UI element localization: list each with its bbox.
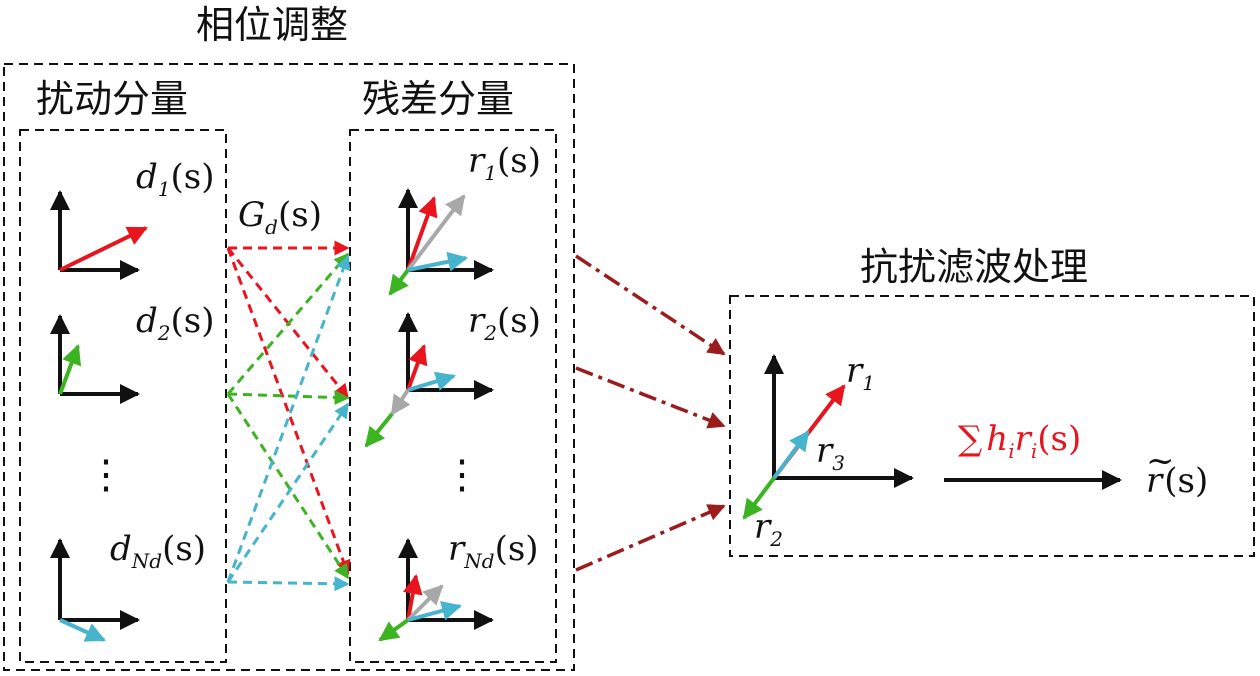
filter-axes bbox=[764, 354, 914, 488]
r2-vectors bbox=[364, 344, 456, 448]
disturbance-title: 扰动分量 bbox=[36, 77, 188, 121]
weighted-sum-label: ∑hiri(s) bbox=[958, 419, 1081, 463]
residual-frame bbox=[349, 129, 557, 663]
r1s-label: r1(s) bbox=[468, 141, 541, 185]
filter-frame bbox=[729, 295, 1255, 557]
filter-title: 抗扰滤波处理 bbox=[860, 245, 1088, 289]
middle-ellipsis: ⋮ bbox=[442, 452, 482, 498]
d1-vector bbox=[59, 226, 148, 272]
d1-axes bbox=[50, 190, 140, 280]
d2-vector bbox=[58, 344, 82, 395]
d2-axes bbox=[50, 314, 140, 404]
coupling-cyan bbox=[226, 254, 351, 592]
r1-label: r1 bbox=[846, 351, 875, 395]
output-tilde: ~ bbox=[1146, 441, 1175, 481]
r1-vectors bbox=[388, 194, 468, 296]
output-text: r(s) bbox=[1146, 461, 1208, 501]
r2-label: r2 bbox=[754, 507, 783, 551]
rNd-vectors bbox=[378, 574, 462, 642]
residual-title: 残差分量 bbox=[362, 77, 514, 121]
gd-label: Gd(s) bbox=[238, 195, 322, 239]
phase-adjust-frame bbox=[3, 63, 575, 671]
left-ellipsis: ⋮ bbox=[86, 452, 126, 498]
to-filter-arrows bbox=[575, 254, 726, 572]
filter-vectors bbox=[742, 384, 846, 520]
r3-label: r3 bbox=[816, 431, 845, 475]
coupling-green bbox=[226, 252, 350, 580]
phase-adjust-title: 相位调整 bbox=[196, 3, 348, 47]
rNds-label: rNd(s) bbox=[448, 529, 539, 573]
dNd-label: dNd(s) bbox=[110, 529, 206, 573]
coupling-red bbox=[226, 240, 351, 576]
d1-label: d1(s) bbox=[136, 157, 214, 201]
r2s-label: r2(s) bbox=[468, 301, 541, 345]
disturbance-frame bbox=[19, 129, 227, 663]
d2-label: d2(s) bbox=[136, 301, 214, 345]
output-label: ~ r(s) bbox=[1146, 441, 1208, 501]
dNd-vector bbox=[59, 618, 106, 642]
dNd-axes bbox=[50, 538, 140, 630]
